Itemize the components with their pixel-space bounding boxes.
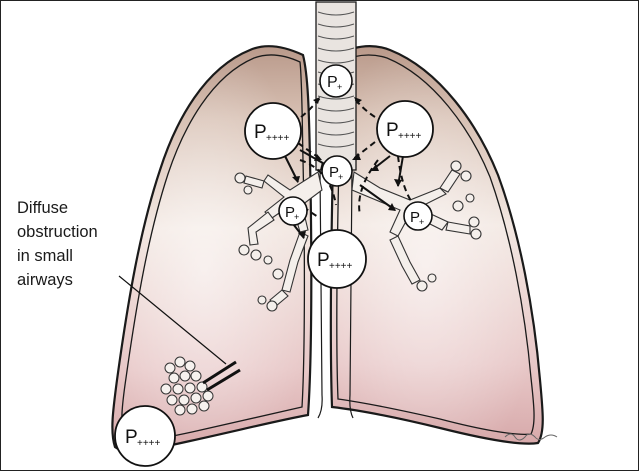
svg-text:++++: ++++ bbox=[398, 131, 422, 142]
callout-line-1: Diffuse bbox=[17, 196, 157, 220]
svg-text:++++: ++++ bbox=[266, 133, 290, 144]
pressure-circle-right-bronchus: P + bbox=[404, 202, 432, 230]
svg-text:P: P bbox=[125, 427, 138, 448]
pressure-circle-pleural-base: P ++++ bbox=[115, 406, 175, 466]
pressure-circle-left-upper: P ++++ bbox=[245, 103, 301, 159]
pressure-circle-carina: P + bbox=[322, 156, 352, 186]
pressure-circle-right-upper: P ++++ bbox=[377, 101, 433, 157]
svg-text:+: + bbox=[294, 212, 299, 222]
svg-text:P: P bbox=[317, 250, 330, 271]
pressure-circle-left-bronchus: P + bbox=[279, 197, 307, 225]
svg-text:+: + bbox=[338, 172, 343, 182]
callout-line-3: in small bbox=[17, 244, 157, 268]
svg-text:+: + bbox=[337, 82, 342, 92]
pressure-circle-mediastinum: P ++++ bbox=[308, 230, 366, 288]
callout-label: Diffuse obstruction in small airways bbox=[17, 196, 157, 292]
callout-line-4: airways bbox=[17, 268, 157, 292]
svg-text:++++: ++++ bbox=[137, 438, 161, 449]
callout-line-2: obstruction bbox=[17, 220, 157, 244]
svg-text:++++: ++++ bbox=[329, 261, 353, 272]
svg-text:P: P bbox=[254, 122, 267, 143]
svg-text:+: + bbox=[419, 217, 424, 227]
pressure-circle-trachea: P + bbox=[320, 65, 352, 97]
svg-text:P: P bbox=[386, 120, 399, 141]
